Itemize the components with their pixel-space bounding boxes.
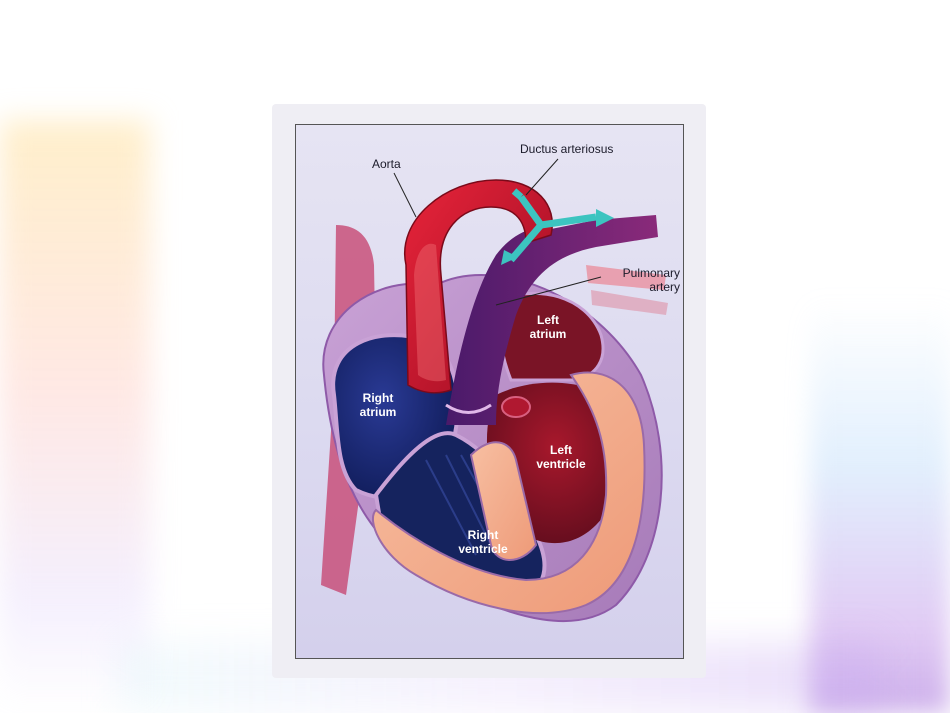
- aorta-vessel: [403, 179, 553, 394]
- label-left-ventricle: Left ventricle: [528, 443, 594, 471]
- label-left-atrium-line2: atrium: [529, 327, 567, 341]
- ductus-arrowhead-down: [501, 250, 518, 265]
- label-ductus-arteriosus: Ductus arteriosus: [520, 142, 614, 156]
- aorta-inner-highlight: [414, 243, 446, 382]
- label-pulmonary-artery-line2: artery: [649, 280, 680, 294]
- mitral-valve: [501, 396, 531, 418]
- heart-illustration: [321, 158, 668, 623]
- ductus-leader-line: [525, 158, 559, 196]
- pulmonary-vein-2: [591, 290, 668, 315]
- label-right-ventricle: Right ventricle: [446, 528, 520, 556]
- label-pulmonary-artery: Pulmonary artery: [602, 266, 680, 294]
- label-left-atrium: Left atrium: [518, 313, 578, 341]
- interventricular-septum: [469, 441, 538, 561]
- pulmonary-vein-1: [586, 265, 666, 290]
- pulmonary-leader-line: [495, 276, 602, 306]
- background-wash-right: [810, 300, 950, 713]
- aorta-leader-line: [393, 172, 417, 218]
- label-left-ventricle-line2: ventricle: [536, 457, 586, 471]
- label-left-atrium-line1: Left: [537, 313, 559, 327]
- label-right-atrium-line2: atrium: [359, 405, 397, 419]
- ventricle-wall: [371, 371, 646, 615]
- pulmonary-valve: [445, 403, 492, 414]
- ductus-flow-stub: [511, 188, 524, 200]
- heart-diagram: Aorta Ductus arteriosus Pulmonary artery…: [295, 124, 684, 659]
- background-wash-left: [0, 120, 150, 713]
- ductus-flow-arrow-down: [508, 222, 544, 263]
- label-aorta: Aorta: [372, 157, 401, 171]
- label-right-ventricle-line1: Right: [467, 528, 499, 542]
- ductus-arrowhead-right: [596, 209, 614, 227]
- label-left-ventricle-line1: Left: [550, 443, 572, 457]
- pulmonary-artery-vessel: [446, 215, 658, 425]
- label-right-atrium-line1: Right: [362, 391, 394, 405]
- label-pulmonary-artery-line1: Pulmonary: [622, 266, 680, 280]
- label-right-atrium: Right atrium: [348, 391, 408, 419]
- label-right-ventricle-line2: ventricle: [458, 542, 508, 556]
